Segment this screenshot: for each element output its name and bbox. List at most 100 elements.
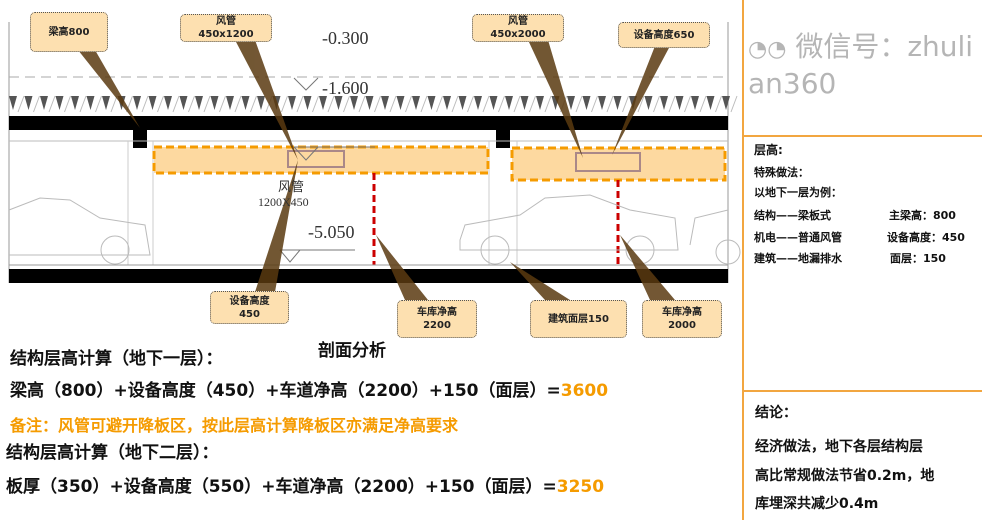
conclusion-line: 经济做法，地下各层结构层 bbox=[755, 439, 923, 455]
hatch-mark bbox=[241, 96, 250, 110]
level-marker bbox=[293, 77, 319, 91]
hatch-mark bbox=[706, 96, 715, 110]
hatch-mark bbox=[613, 96, 622, 110]
hatch-mark bbox=[350, 96, 358, 110]
b1-result: 3600 bbox=[560, 381, 609, 401]
hatch-mark bbox=[319, 96, 327, 110]
hatch-mark bbox=[210, 96, 219, 110]
panel-row-left: 机电——普通风管 bbox=[754, 231, 842, 244]
hatch-mark bbox=[303, 96, 312, 110]
level-label: -1.600 bbox=[322, 78, 369, 98]
hatch-line bbox=[622, 95, 629, 113]
callout-text: 450x2000 bbox=[490, 29, 546, 40]
hatch-mark bbox=[427, 96, 436, 110]
hatch-mark bbox=[148, 96, 157, 110]
panel-title: 层高: bbox=[754, 143, 783, 157]
hatch-line bbox=[637, 95, 645, 113]
hatch-line bbox=[312, 95, 319, 113]
hatch-line bbox=[684, 95, 691, 113]
hatch-line bbox=[327, 95, 335, 113]
hatch-line bbox=[374, 95, 381, 113]
callout-text: 建筑面层150 bbox=[548, 313, 609, 325]
formula-text: 梁高（800）+设备高度（450）+车道净高（2200）+150（面层）= bbox=[10, 381, 561, 401]
hatch-line bbox=[358, 95, 366, 113]
callout-text: 风管 bbox=[216, 16, 236, 27]
watermark: ◔◔ 微信号：zhulian360 bbox=[748, 30, 980, 101]
hatch-line bbox=[234, 95, 242, 113]
hatch-line bbox=[575, 95, 583, 113]
hatch-mark bbox=[164, 96, 172, 110]
callout-text: 2000 bbox=[668, 320, 696, 331]
hatch-line bbox=[17, 95, 25, 113]
hatch-mark bbox=[443, 96, 451, 110]
hatch-line bbox=[544, 95, 552, 113]
hatch-line bbox=[219, 95, 226, 113]
hatch-line bbox=[405, 95, 412, 113]
level-marker bbox=[279, 249, 301, 263]
callout-text: 梁高800 bbox=[48, 26, 90, 38]
level-label: -5.050 bbox=[308, 222, 355, 242]
level-label: -0.300 bbox=[322, 28, 369, 48]
car-icon bbox=[459, 194, 679, 265]
panel-row-left: 建筑——地漏排水 bbox=[754, 252, 842, 265]
hatch-mark bbox=[365, 96, 374, 110]
hatch-mark bbox=[458, 96, 467, 110]
callout-text: 设备高度650 bbox=[633, 29, 695, 41]
hatch-line bbox=[172, 95, 180, 113]
callout-finish-150: 建筑面层150 bbox=[530, 300, 627, 338]
hatch-line bbox=[203, 95, 211, 113]
hatch-mark bbox=[396, 96, 405, 110]
hatch-mark bbox=[24, 96, 33, 110]
hatch-mark bbox=[226, 96, 234, 110]
panel-row-right: 面层：150 bbox=[890, 252, 946, 265]
hatch-mark bbox=[520, 96, 529, 110]
hatch-mark bbox=[334, 96, 343, 110]
b1-title: 结构层高计算（地下一层）： bbox=[10, 349, 223, 369]
hatch-mark bbox=[133, 96, 141, 110]
hatch-line bbox=[451, 95, 459, 113]
panel-special: 特殊做法： bbox=[754, 166, 809, 179]
hatch-mark bbox=[660, 96, 668, 110]
callout-duct-1: 风管 450x1200 bbox=[180, 14, 272, 42]
hatch-line bbox=[343, 95, 350, 113]
hatch-mark bbox=[412, 96, 420, 110]
hatch-line bbox=[420, 95, 428, 113]
drawing-caption: 剖面分析 bbox=[318, 341, 386, 361]
conclusion-line: 库埋深共减少0.4m bbox=[755, 496, 879, 512]
callout-pointers bbox=[78, 40, 675, 300]
hatch-line bbox=[591, 95, 598, 113]
hatch-mark bbox=[644, 96, 653, 110]
hatch-line bbox=[281, 95, 288, 113]
callout-beam-height: 梁高800 bbox=[30, 12, 108, 52]
hatch-mark bbox=[55, 96, 64, 110]
hatch-mark bbox=[722, 96, 730, 110]
callout-equipment-650: 设备高度650 bbox=[618, 22, 710, 48]
hatch-line bbox=[79, 95, 87, 113]
hatch-mark bbox=[536, 96, 544, 110]
hatch-line bbox=[606, 95, 614, 113]
b1-formula: 梁高（800）+设备高度（450）+车道净高（2200）+150（面层）=360… bbox=[10, 376, 608, 401]
beam-right bbox=[496, 130, 510, 148]
hatch-line bbox=[95, 95, 102, 113]
hatch-line bbox=[730, 95, 738, 113]
callout-text: 2200 bbox=[423, 320, 451, 331]
hatch-line bbox=[188, 95, 195, 113]
hatch-line bbox=[699, 95, 707, 113]
note: 备注：风管可避开降板区，按此层高计算降板区亦满足净高要求 bbox=[10, 416, 459, 435]
hatch-mark bbox=[288, 96, 296, 110]
wechat-icon: ◔◔ bbox=[748, 37, 787, 62]
watermark-text: 微信号：zhulian360 bbox=[748, 30, 974, 100]
hatch-mark bbox=[9, 96, 17, 110]
hatch-mark bbox=[179, 96, 188, 110]
car-icon bbox=[8, 197, 151, 265]
hatch-mark bbox=[102, 96, 110, 110]
panel-row-right: 主梁高：800 bbox=[889, 209, 956, 222]
hatch-line bbox=[436, 95, 443, 113]
panel-row-right: 设备高度：450 bbox=[887, 231, 965, 244]
callout-text: 450x1200 bbox=[198, 29, 254, 40]
callout-text: 车库净高 bbox=[662, 307, 702, 318]
b2-title: 结构层高计算（地下二层）： bbox=[6, 443, 219, 463]
